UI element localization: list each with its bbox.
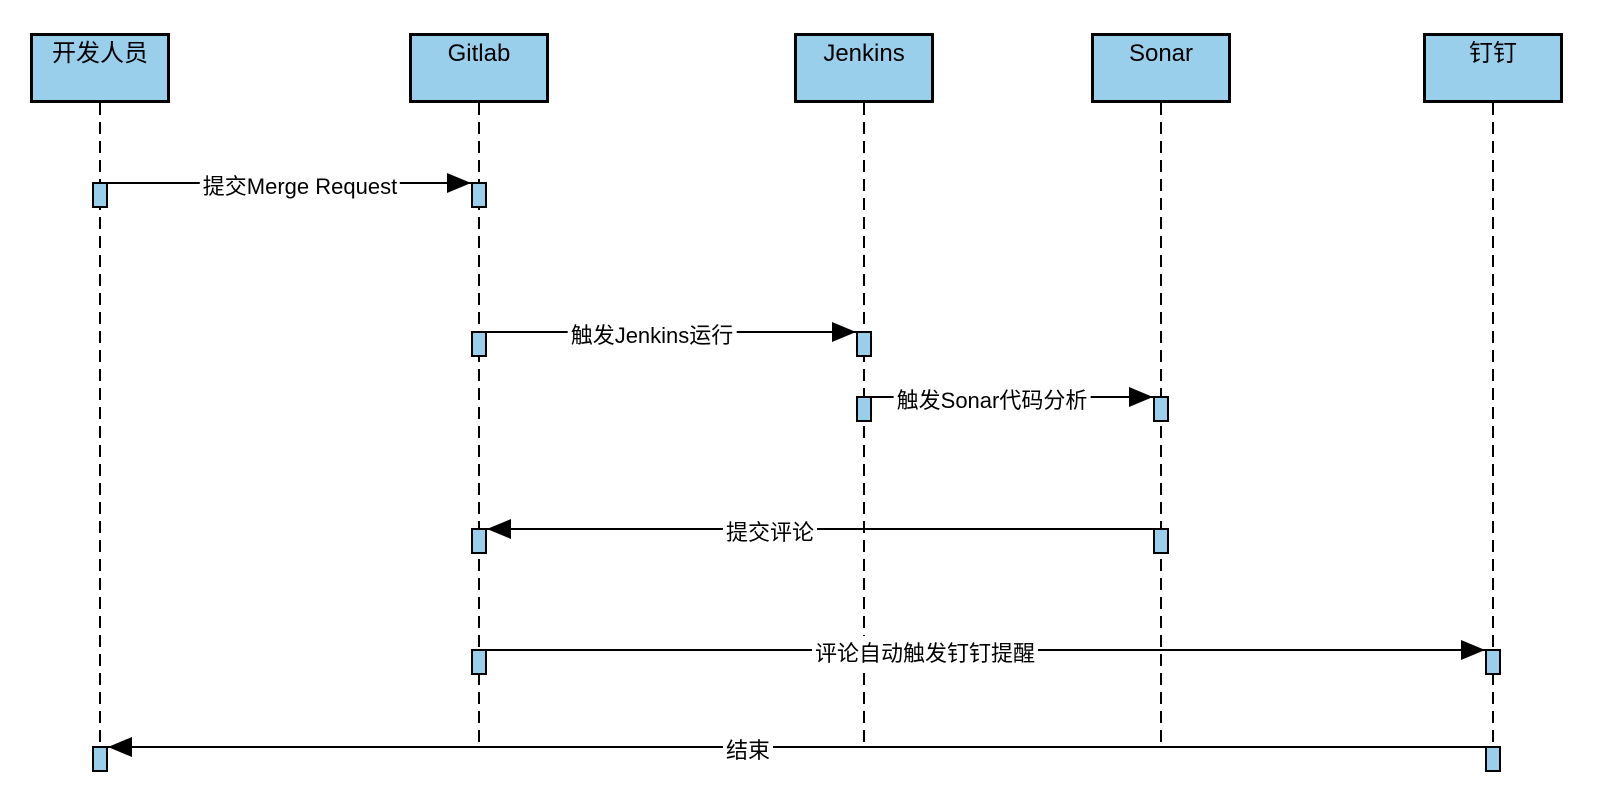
message-arrowhead-icon [832, 322, 856, 342]
message-arrowhead-icon [1461, 640, 1485, 660]
activation-bar-dingtalk [1485, 746, 1501, 772]
lifeline-developer [99, 103, 101, 748]
message-arrowhead-icon [447, 173, 471, 193]
actor-label: Jenkins [823, 40, 905, 67]
message-line [108, 746, 1485, 748]
message-label: 触发Sonar代码分析 [893, 383, 1091, 415]
activation-bar-developer [92, 746, 108, 772]
message-label: 评论自动触发钉钉提醒 [811, 636, 1039, 668]
activation-bar-jenkins [856, 331, 872, 357]
activation-bar-jenkins [856, 396, 872, 422]
actor-label: Sonar [1128, 40, 1194, 67]
lifeline-jenkins [863, 103, 865, 748]
activation-bar-sonar [1153, 528, 1169, 554]
message-arrowhead-icon [487, 519, 511, 539]
actor-box-developer: 开发人员 [30, 33, 170, 103]
actor-box-dingtalk: 钉钉 [1423, 33, 1563, 103]
actor-label: 开发人员 [52, 40, 148, 67]
actor-label: 钉钉 [1469, 40, 1517, 67]
lifeline-sonar [1160, 103, 1162, 748]
actor-box-gitlab: Gitlab [409, 33, 549, 103]
message-label: 提交评论 [722, 515, 818, 547]
activation-bar-sonar [1153, 396, 1169, 422]
activation-bar-gitlab [471, 331, 487, 357]
message-arrowhead-icon [108, 737, 132, 757]
actor-box-sonar: Sonar [1091, 33, 1231, 103]
activation-bar-gitlab [471, 182, 487, 208]
actor-box-jenkins: Jenkins [794, 33, 934, 103]
message-line [487, 528, 1153, 530]
lifeline-gitlab [478, 103, 480, 748]
activation-bar-gitlab [471, 528, 487, 554]
lifeline-dingtalk [1492, 103, 1494, 748]
activation-bar-dingtalk [1485, 649, 1501, 675]
message-arrowhead-icon [1129, 387, 1153, 407]
message-label: 触发Jenkins运行 [567, 318, 737, 350]
message-label: 提交Merge Request [199, 169, 401, 201]
activation-bar-developer [92, 182, 108, 208]
activation-bar-gitlab [471, 649, 487, 675]
message-label: 结束 [722, 733, 774, 765]
actor-label: Gitlab [447, 40, 511, 67]
